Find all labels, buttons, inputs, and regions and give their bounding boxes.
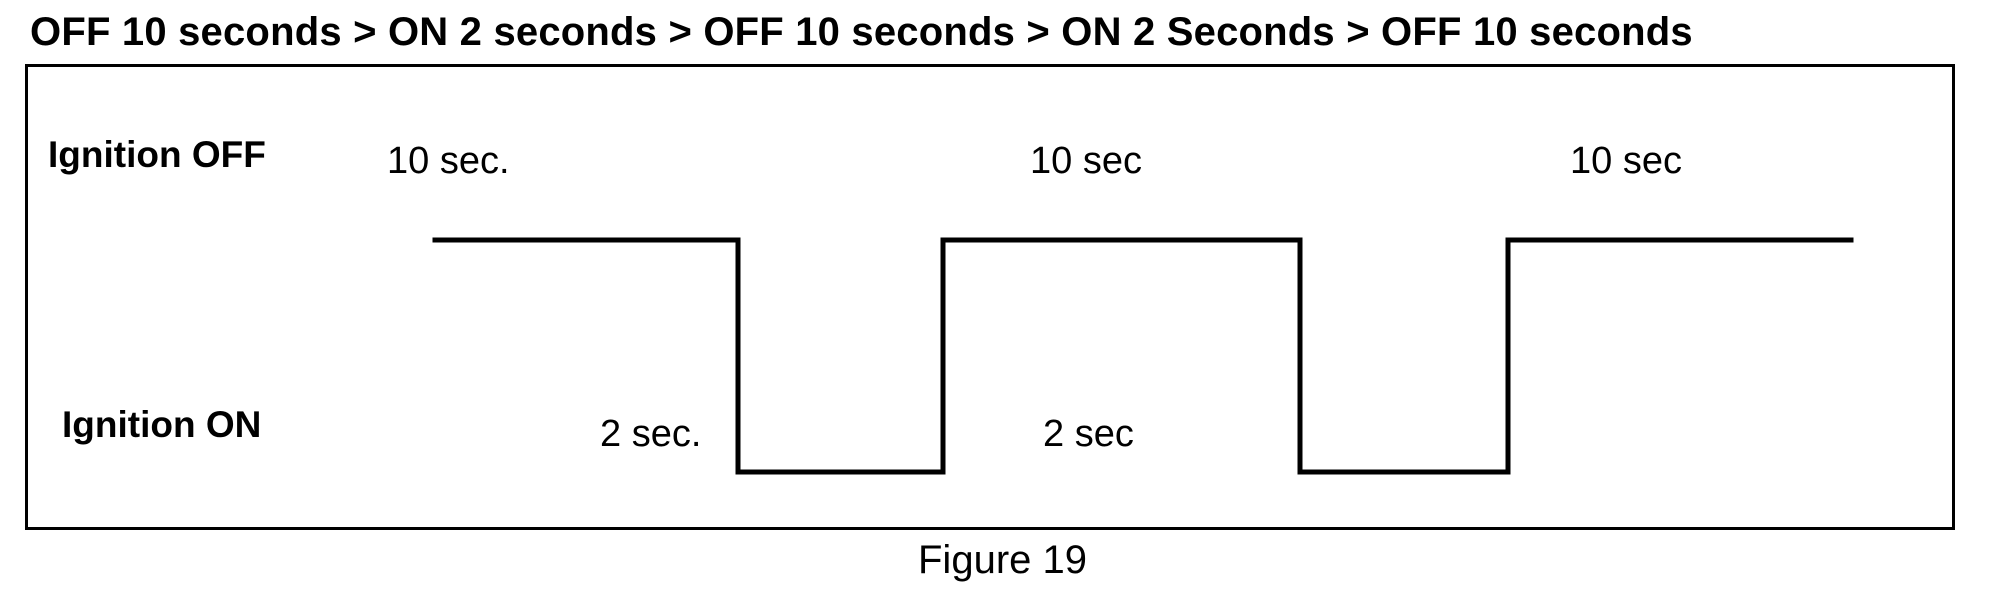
- duration-label-on-2: 2 sec: [1043, 413, 1134, 455]
- duration-label-off-1: 10 sec.: [387, 140, 510, 182]
- page-title: OFF 10 seconds > ON 2 seconds > OFF 10 s…: [30, 10, 1693, 54]
- row-label-ignition-off: Ignition OFF: [48, 134, 266, 175]
- row-label-ignition-on: Ignition ON: [62, 404, 262, 445]
- duration-label-off-3: 10 sec: [1570, 140, 1682, 182]
- duration-label-on-1: 2 sec.: [600, 413, 702, 455]
- diagram-frame: [25, 64, 1955, 530]
- figure-caption: Figure 19: [918, 538, 1087, 582]
- duration-label-off-2: 10 sec: [1030, 140, 1142, 182]
